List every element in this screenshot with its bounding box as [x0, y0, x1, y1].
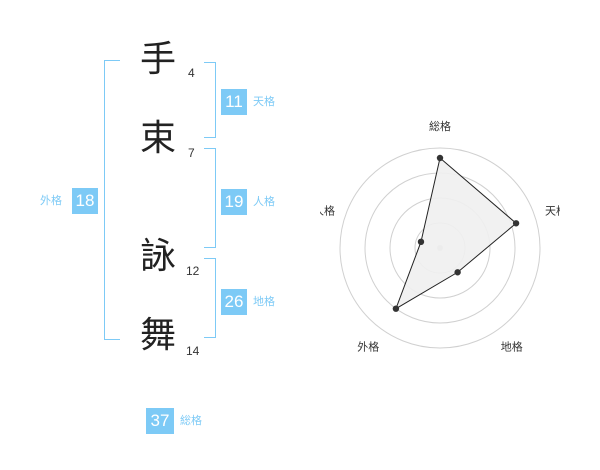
chikaku-label: 地格: [253, 295, 275, 308]
soukaku-value: 37: [146, 408, 174, 434]
stroke-count-1: 4: [188, 66, 195, 80]
radar-axis-label-5: 人格: [320, 203, 335, 217]
name-char-2: 束: [139, 118, 176, 159]
radar-point-5: [417, 238, 425, 246]
radar-point-1: [436, 154, 444, 162]
gaikaku-bracket: [104, 60, 120, 340]
gaikaku-value: 18: [72, 188, 98, 214]
jinkaku-value: 19: [221, 189, 247, 215]
radar-point-3: [454, 269, 461, 276]
name-char-1: 手: [139, 39, 176, 80]
radar-point-2: [512, 220, 520, 227]
stroke-count-2: 7: [188, 146, 195, 160]
radar-chart: 総格天格地格 外格 人格: [320, 119, 560, 354]
radar-point-4: [392, 305, 400, 312]
jinkaku-bracket: [204, 148, 216, 248]
stroke-count-4: 14: [186, 344, 200, 358]
radar-axis-label-1: 総格: [429, 119, 451, 133]
soukaku-label: 総格: [180, 414, 202, 427]
tenkaku-value: 11: [221, 89, 247, 115]
radar-axis-label-4: 外格: [357, 340, 379, 354]
name-char-4: 舞: [139, 315, 176, 356]
chikaku-value: 26: [221, 289, 247, 315]
tenkaku-bracket: [204, 62, 216, 138]
radar-axis-label-3: 地格: [501, 340, 523, 354]
gaikaku-label: 外格: [40, 194, 62, 207]
radar-ring: [339, 147, 541, 349]
radar-axis-label-2: 天格: [545, 203, 560, 217]
stroke-count-3: 12: [186, 264, 200, 278]
chikaku-bracket: [204, 258, 216, 338]
jinkaku-label: 人格: [253, 195, 275, 208]
tenkaku-label: 天格: [253, 95, 275, 108]
radar-polygon: [394, 157, 517, 310]
name-char-3: 詠: [139, 236, 176, 277]
